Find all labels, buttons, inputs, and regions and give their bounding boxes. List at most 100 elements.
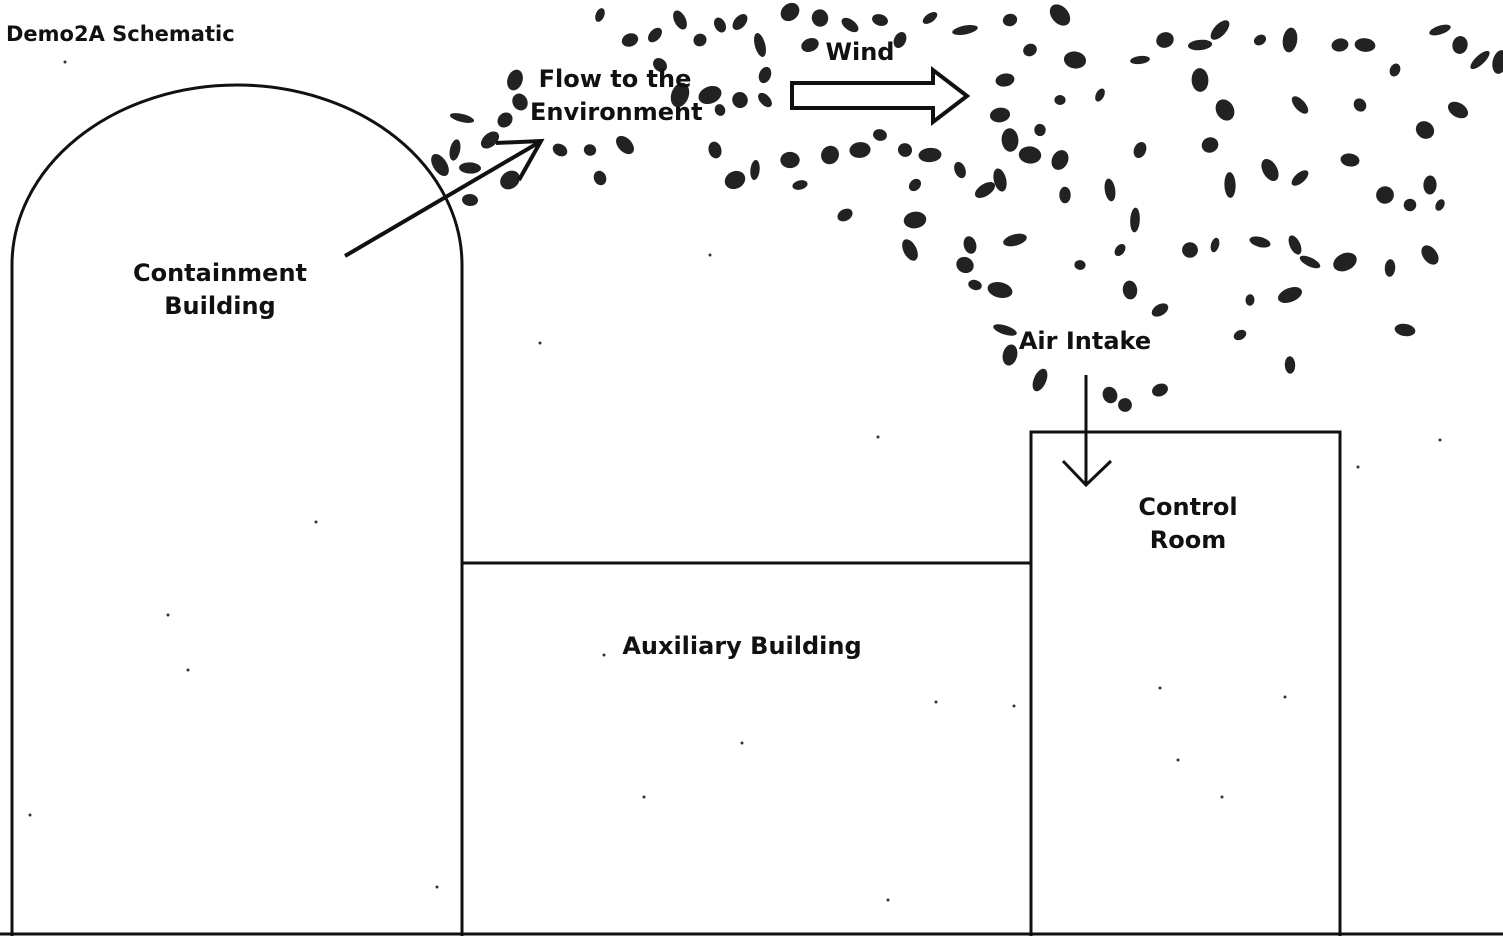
plume-speck bbox=[952, 25, 978, 35]
plume-speck bbox=[1389, 63, 1401, 77]
plume-speck bbox=[1435, 199, 1445, 211]
plume-speck bbox=[1095, 88, 1105, 102]
plume-speck bbox=[1059, 186, 1071, 204]
plume-speck bbox=[1187, 39, 1213, 51]
plume-speck bbox=[616, 135, 634, 155]
plume-speck bbox=[583, 144, 597, 156]
plume-speck bbox=[714, 104, 726, 116]
air-intake-arrow bbox=[1061, 375, 1113, 488]
plume-speck bbox=[1354, 38, 1376, 52]
dust-dot bbox=[740, 741, 744, 745]
plume-speck bbox=[893, 31, 907, 49]
flow-label-line1: Flow to the bbox=[538, 65, 692, 93]
plume-speck bbox=[908, 178, 922, 192]
plume-speck bbox=[1331, 38, 1349, 52]
control-room-outline bbox=[1029, 430, 1342, 936]
control-room-label-line1: Control bbox=[1138, 493, 1238, 521]
control-room-label-line2: Room bbox=[1149, 526, 1227, 554]
plume-speck bbox=[1063, 51, 1087, 69]
plume-speck bbox=[974, 182, 996, 198]
plume-speck bbox=[1253, 34, 1267, 46]
dust-dot bbox=[1356, 465, 1360, 469]
plume-speck bbox=[1032, 368, 1048, 392]
plume-speck bbox=[1034, 123, 1046, 137]
plume-speck bbox=[1151, 303, 1169, 317]
plume-speck bbox=[1074, 260, 1086, 270]
plume-speck bbox=[1470, 50, 1490, 70]
air-intake-label: Air Intake bbox=[1018, 327, 1152, 355]
plume-speck bbox=[841, 17, 859, 33]
plume-speck bbox=[811, 9, 829, 27]
plume-speck bbox=[1051, 150, 1069, 170]
plume-speck bbox=[1114, 243, 1126, 257]
plume-speck bbox=[1291, 170, 1309, 186]
plume-speck bbox=[1018, 146, 1042, 164]
plume-speck bbox=[1340, 153, 1360, 167]
plume-speck bbox=[1210, 237, 1220, 253]
dust-dot bbox=[708, 253, 712, 257]
plume-speck bbox=[963, 236, 977, 254]
plume-speck bbox=[922, 12, 938, 24]
plume-speck bbox=[1049, 4, 1071, 26]
plume-speck bbox=[1122, 280, 1138, 300]
plume-speck bbox=[987, 281, 1013, 299]
plume-speck bbox=[1003, 233, 1027, 247]
plume-speck bbox=[1118, 398, 1132, 412]
plume-speck bbox=[837, 208, 853, 222]
plume-speck bbox=[621, 33, 639, 47]
plume-speck bbox=[1002, 13, 1018, 27]
plume-speck bbox=[1130, 55, 1150, 65]
plume-speck bbox=[918, 147, 942, 163]
plume-speck bbox=[1284, 356, 1296, 374]
release-plume bbox=[28, 2, 1503, 902]
dust-dot bbox=[934, 700, 938, 704]
plume-speck bbox=[993, 324, 1017, 336]
plume-speck bbox=[1394, 323, 1416, 337]
plume-speck bbox=[1415, 121, 1435, 139]
plume-speck bbox=[1210, 20, 1230, 40]
plume-speck bbox=[821, 145, 839, 165]
plume-speck bbox=[1429, 24, 1451, 36]
plume-speck bbox=[956, 256, 974, 274]
plume-speck bbox=[780, 151, 800, 169]
plume-speck bbox=[801, 38, 819, 52]
plume-speck bbox=[968, 279, 982, 291]
plume-speck bbox=[1447, 101, 1469, 119]
plume-speck bbox=[754, 33, 766, 57]
dust-dot bbox=[1438, 438, 1442, 442]
plume-speck bbox=[673, 10, 687, 30]
containment-building-label: Containment Building bbox=[120, 257, 320, 323]
control-room-label: Control Room bbox=[1118, 491, 1258, 557]
dust-dot bbox=[642, 795, 646, 799]
plume-speck bbox=[993, 168, 1007, 192]
plume-speck bbox=[758, 92, 772, 108]
containment-label-line2: Building bbox=[164, 292, 276, 320]
plume-speck bbox=[780, 2, 800, 22]
plume-speck bbox=[713, 17, 727, 33]
plume-speck bbox=[1215, 99, 1235, 121]
plume-speck bbox=[1288, 235, 1302, 255]
plume-speck bbox=[500, 170, 520, 190]
page-title: Demo2A Schematic bbox=[6, 22, 235, 46]
plume-speck bbox=[693, 33, 707, 47]
plume-speck bbox=[449, 139, 461, 161]
dust-dot bbox=[63, 60, 67, 64]
dust-dot bbox=[1283, 695, 1287, 699]
plume-speck bbox=[1023, 43, 1037, 57]
wind-label: Wind bbox=[825, 38, 895, 66]
plume-speck bbox=[758, 66, 772, 84]
plume-speck bbox=[995, 73, 1015, 87]
flow-arrow bbox=[343, 138, 545, 258]
plume-speck bbox=[750, 160, 760, 180]
dust-dot bbox=[602, 653, 606, 657]
plume-speck bbox=[1384, 259, 1396, 277]
plume-speck bbox=[1224, 172, 1236, 198]
dust-dot bbox=[538, 341, 542, 345]
plume-speck bbox=[1182, 242, 1198, 258]
plume-speck bbox=[1001, 128, 1019, 152]
flow-label-line2: Environment bbox=[530, 98, 703, 126]
plume-speck bbox=[653, 58, 667, 72]
plume-speck bbox=[462, 193, 478, 207]
